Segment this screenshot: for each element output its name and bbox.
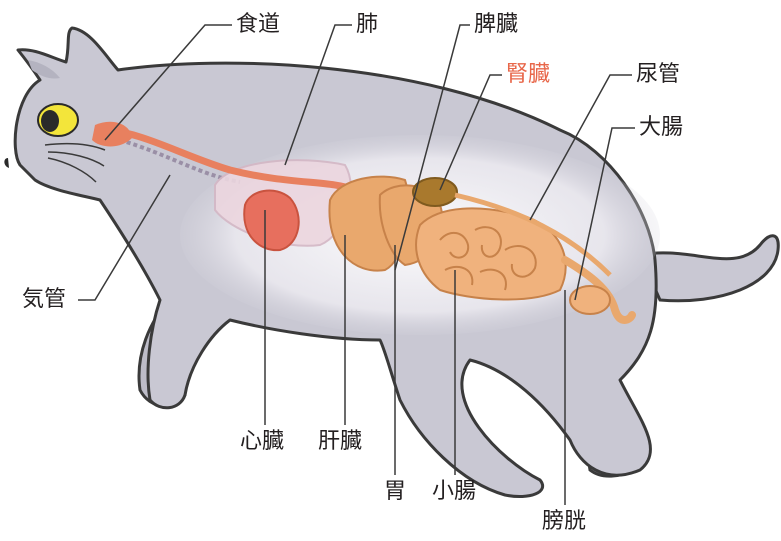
cat-tail	[640, 236, 778, 301]
label-trachea: 気管	[22, 288, 66, 312]
label-ureter: 尿管	[636, 63, 680, 87]
label-spleen: 脾臓	[474, 13, 518, 37]
label-esophagus: 食道	[236, 13, 280, 37]
bladder-organ	[570, 286, 610, 314]
label-kidney: 腎臓	[506, 63, 550, 87]
cat-nose	[4, 158, 9, 168]
label-large-intestine: 大腸	[639, 116, 683, 140]
label-liver: 肝臓	[318, 430, 362, 454]
label-stomach: 胃	[384, 480, 406, 504]
label-bladder: 膀胱	[542, 510, 586, 534]
cat-pupil	[41, 110, 59, 132]
label-small-intestine: 小腸	[432, 480, 476, 504]
kidney-organ	[413, 178, 457, 206]
label-heart: 心臓	[240, 430, 284, 454]
label-lung: 肺	[356, 13, 378, 37]
